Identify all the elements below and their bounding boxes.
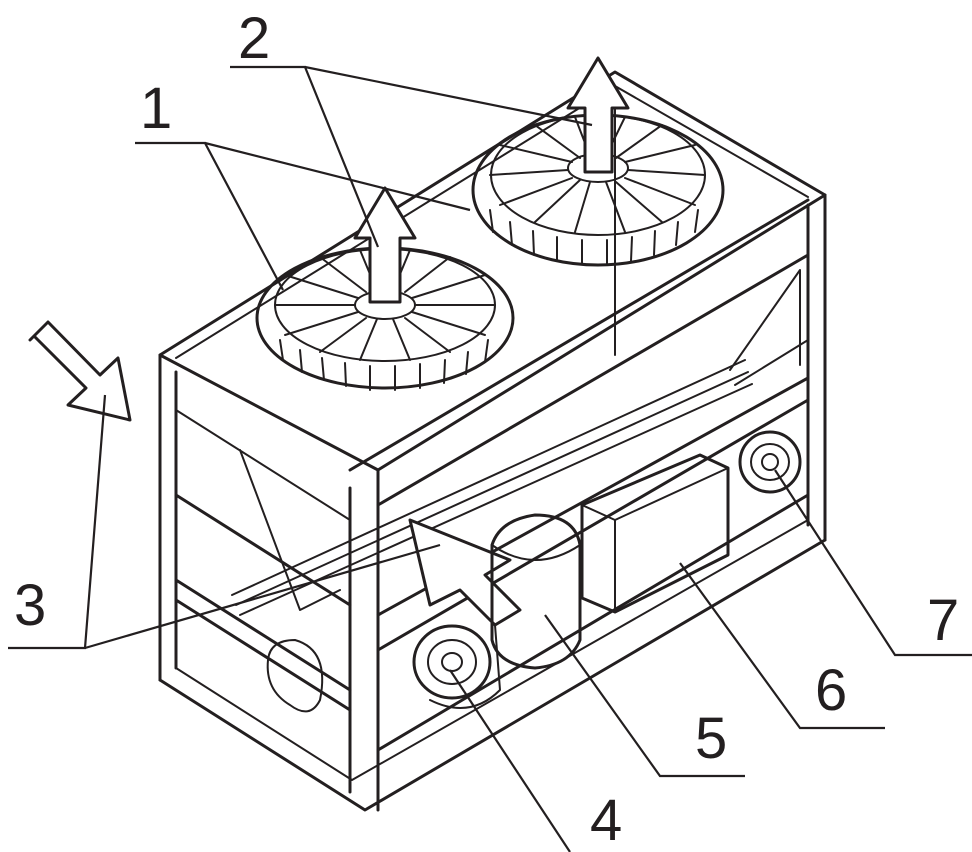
callout-6: 6: [815, 658, 847, 723]
airflow-arrow-right: [566, 56, 630, 174]
callout-4: 4: [590, 788, 622, 852]
callout-7: 7: [927, 588, 959, 653]
airflow-arrow-left: [353, 186, 417, 304]
fan-motor-bottom: [266, 639, 324, 713]
callout-3: 3: [14, 573, 46, 638]
water-flange-right: [738, 430, 802, 494]
cabinet-frame: [158, 70, 827, 812]
control-box: [580, 453, 730, 614]
compressor: [490, 513, 582, 670]
callout-1: 1: [140, 76, 172, 141]
callout-5: 5: [695, 706, 727, 771]
water-flange-left: [412, 624, 501, 709]
intake-arrow-outside: [28, 320, 132, 422]
leader-lines: [8, 65, 972, 852]
intake-arrow-inside: [408, 518, 522, 627]
callout-2: 2: [238, 6, 270, 71]
